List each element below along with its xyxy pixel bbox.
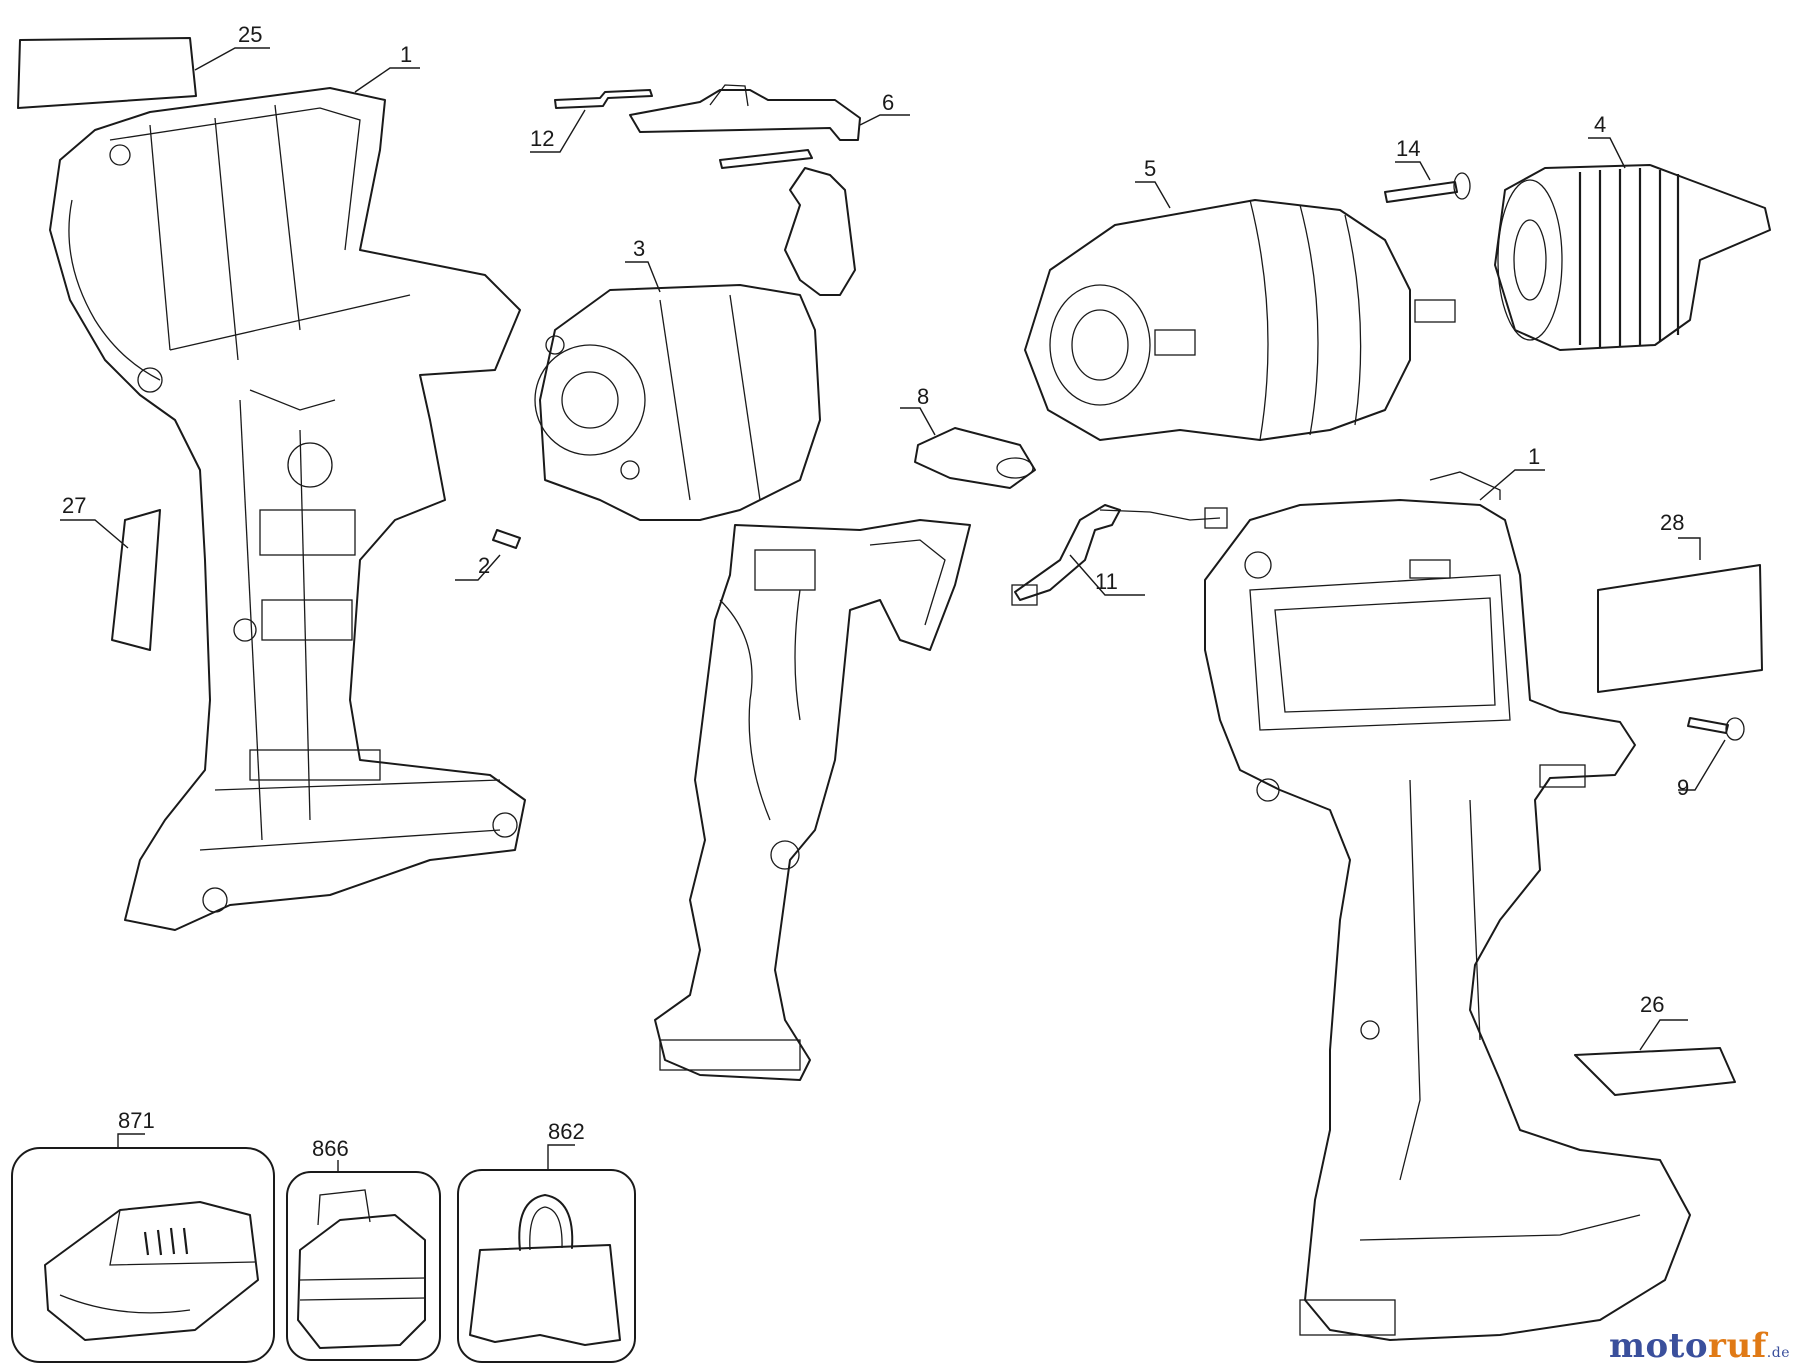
- callout-2: 2: [455, 553, 501, 581]
- label-12: 12: [530, 126, 554, 151]
- label-1-right: 1: [1528, 444, 1540, 469]
- part-28-label: [1597, 564, 1763, 693]
- part-27-label: [111, 509, 161, 651]
- callout-862: 862: [547, 1119, 585, 1170]
- label-8: 8: [917, 384, 929, 409]
- label-871: 871: [118, 1108, 155, 1133]
- callout-14: 14: [1395, 136, 1431, 181]
- callout-871: 871: [117, 1108, 155, 1148]
- callout-11: 11: [1069, 554, 1145, 596]
- callout-12: 12: [530, 109, 586, 153]
- part-6-switch-slider: [629, 84, 861, 296]
- callout-26: 26: [1639, 992, 1688, 1051]
- label-26: 26: [1640, 992, 1664, 1017]
- label-862: 862: [548, 1119, 585, 1144]
- label-25: 25: [238, 22, 262, 47]
- part-866-battery: [286, 1171, 441, 1361]
- label-3: 3: [633, 236, 645, 261]
- part-1-left-housing-half: [49, 87, 526, 931]
- callout-27: 27: [60, 493, 129, 549]
- motoruf-watermark-logo: motoruf.de: [1608, 1326, 1790, 1366]
- label-14: 14: [1396, 136, 1420, 161]
- part-14-chuck-screw: [1384, 172, 1471, 203]
- label-6: 6: [882, 90, 894, 115]
- label-9: 9: [1677, 775, 1689, 800]
- label-1-left: 1: [400, 42, 412, 67]
- label-11: 11: [1095, 569, 1118, 594]
- part-8-clip: [914, 427, 1036, 489]
- part-11-wire-harness: [1011, 504, 1228, 606]
- callout-3: 3: [625, 236, 661, 293]
- callout-4: 4: [1588, 112, 1626, 169]
- callout-9: 9: [1677, 739, 1726, 800]
- callout-28: 28: [1660, 510, 1701, 560]
- callout-6: 6: [859, 90, 910, 126]
- part-26-label: [1574, 1047, 1736, 1096]
- callout-25: 25: [194, 22, 270, 71]
- part-2-pin: [492, 529, 521, 549]
- label-4: 4: [1594, 112, 1606, 137]
- label-5: 5: [1144, 156, 1156, 181]
- part-4-keyless-chuck: [1494, 164, 1771, 351]
- callout-866: 866: [312, 1136, 349, 1172]
- label-2: 2: [478, 553, 490, 578]
- part-5-gearbox: [1024, 199, 1456, 441]
- label-27: 27: [62, 493, 86, 518]
- part-12-spring-clip: [554, 89, 653, 109]
- label-866: 866: [312, 1136, 349, 1161]
- part-862-tool-bag: [457, 1169, 636, 1363]
- part-871-charger: [11, 1147, 275, 1363]
- part-25-label-plate: [17, 37, 197, 109]
- part-9-screw: [1687, 717, 1745, 741]
- callout-1-left: 1: [354, 42, 420, 93]
- callout-5: 5: [1135, 156, 1171, 209]
- label-28: 28: [1660, 510, 1684, 535]
- callout-8: 8: [900, 384, 936, 436]
- part-1-right-housing-half: [1204, 471, 1691, 1341]
- part-3-motor-switch-assembly: [534, 284, 971, 1081]
- callout-1-right: 1: [1479, 444, 1545, 501]
